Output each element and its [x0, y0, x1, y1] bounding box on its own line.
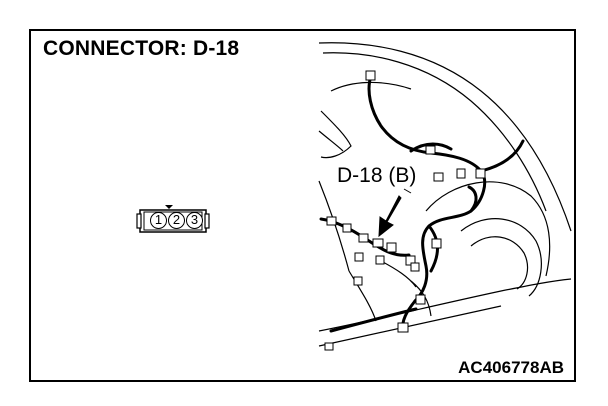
connector-pin-3: 3 [186, 212, 203, 229]
connector-pin-2: 2 [168, 212, 185, 229]
connector-callout-label: D-18 (B) [336, 164, 418, 187]
diagram-frame: CONNECTOR: D-18 1 2 3 [29, 29, 576, 382]
vehicle-harness-drawing [318, 42, 572, 351]
connector-title: CONNECTOR: D-18 [43, 37, 240, 60]
connector-pin-1: 1 [150, 212, 167, 229]
connector-face: 1 2 3 [136, 201, 226, 246]
figure-code: AC406778AB [458, 358, 564, 377]
